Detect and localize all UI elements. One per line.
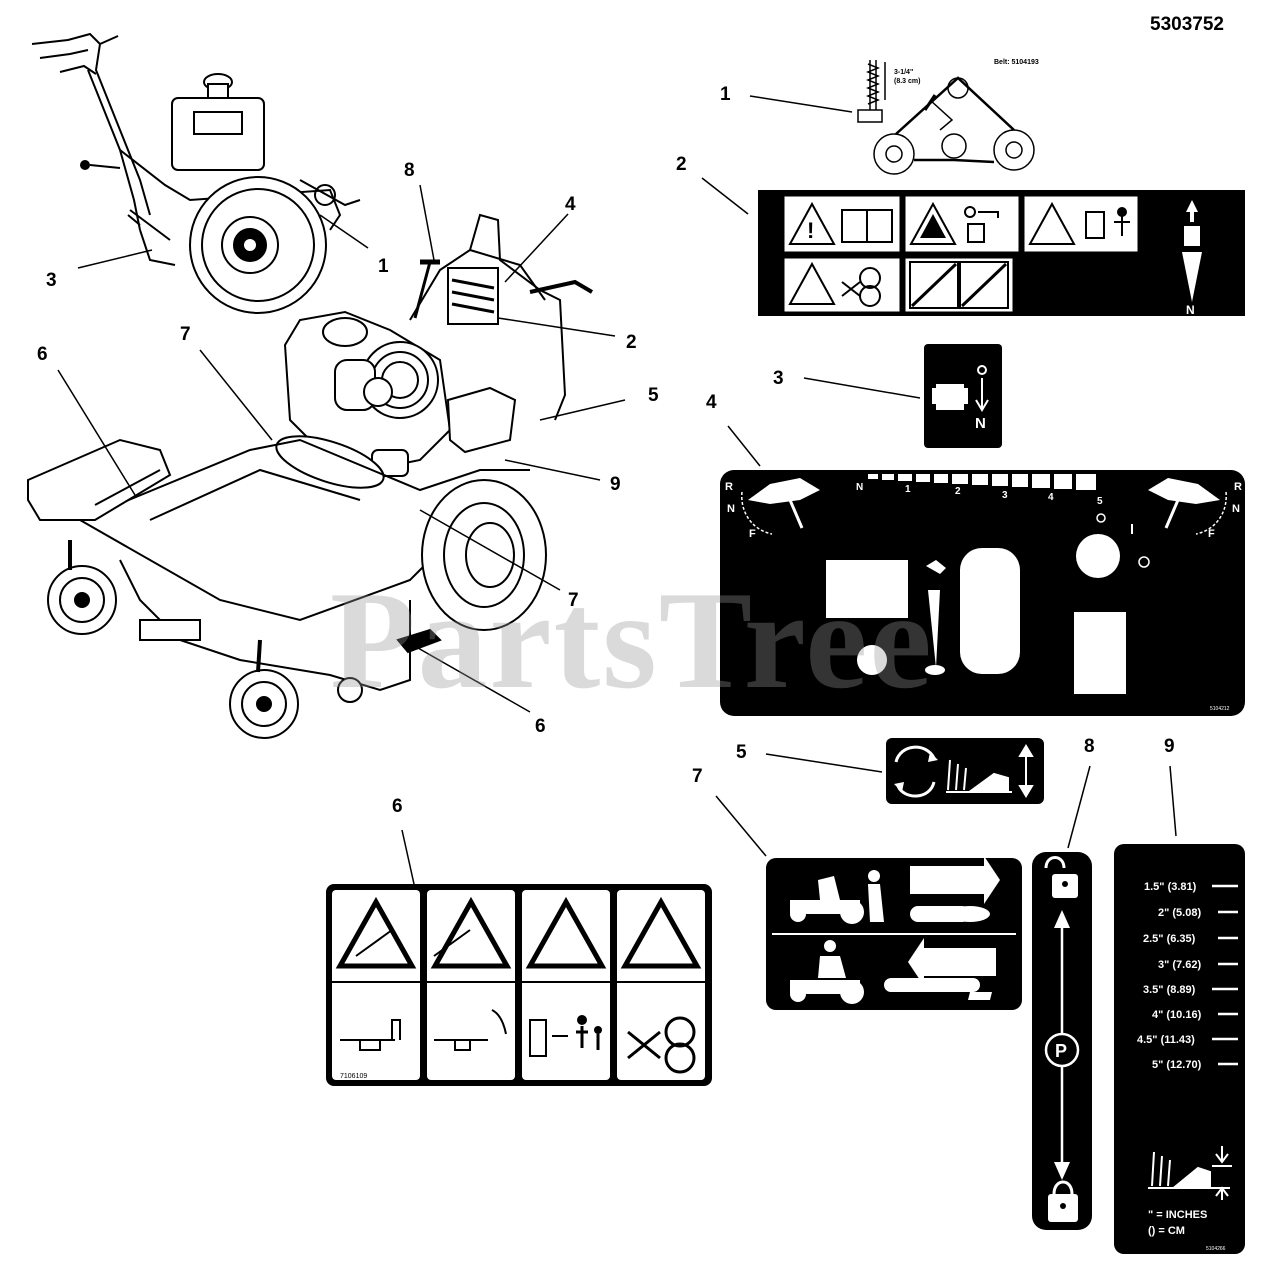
callout-6: 6 <box>535 716 546 737</box>
callout-4: 4 <box>706 392 717 413</box>
decal-6-deck-warnings: 6 <box>326 796 712 1086</box>
callout-6: 6 <box>392 796 403 817</box>
decal-1-belt-routing: 1 Belt: 5104193 3-1/4" (8.3 cm) <box>720 59 1039 175</box>
callout-6: 6 <box>37 344 48 365</box>
part-number: 5104212 <box>1210 706 1230 712</box>
decal-4-control-panel: 4 N 1 2 3 4 5 R N F <box>706 392 1245 716</box>
callout-9: 9 <box>1164 736 1175 757</box>
decal-9-height-of-cut: 9 1.5" (3.81) 2" (5.08) 2.5" (6.35) 3" (… <box>1114 736 1245 1254</box>
callout-1: 1 <box>378 256 389 277</box>
decal-3-neutral: 3 N <box>773 344 1002 448</box>
height-setting: 3" (7.62) <box>1158 959 1201 971</box>
height-setting: 4" (10.16) <box>1152 1009 1202 1021</box>
svg-text:P: P <box>1055 1041 1067 1061</box>
callout-8: 8 <box>404 160 415 181</box>
callout-5: 5 <box>736 742 747 763</box>
callout-7: 7 <box>568 590 579 611</box>
callout-8: 8 <box>1084 736 1095 757</box>
neutral-label: N <box>975 415 986 432</box>
callout-2: 2 <box>626 332 637 353</box>
height-setting: 5" (12.70) <box>1152 1059 1202 1071</box>
callout-3: 3 <box>46 270 57 291</box>
main-mower-illustration <box>27 213 594 739</box>
callout-4: 4 <box>565 194 576 215</box>
callout-2: 2 <box>676 154 687 175</box>
decal-2-safety-warning: 2 <box>676 154 1245 317</box>
speed-label: 2 <box>955 486 961 497</box>
lever-forward: F <box>749 528 756 540</box>
height-setting: 4.5" (11.43) <box>1137 1034 1195 1046</box>
spring-dimension-metric: (8.3 cm) <box>894 78 920 85</box>
speed-label: 1 <box>905 484 911 495</box>
callout-7: 7 <box>692 766 703 787</box>
decal-5-height-adjust: 5 <box>736 738 1044 804</box>
diagram-number: 5303752 <box>1150 14 1224 35</box>
callout-5: 5 <box>648 385 659 406</box>
height-setting: 1.5" (3.81) <box>1144 881 1197 893</box>
lever-forward: F <box>1208 528 1215 540</box>
speed-label: 4 <box>1048 492 1054 503</box>
main-leader-lines <box>57 184 626 713</box>
lever-neutral: N <box>727 503 735 515</box>
height-setting: 2.5" (6.35) <box>1143 933 1196 945</box>
lever-neutral: N <box>1232 503 1240 515</box>
leader-line <box>319 214 369 249</box>
spring-dimension: 3-1/4" <box>894 69 913 76</box>
lever-reverse: R <box>725 481 733 493</box>
upper-machine-illustration <box>31 32 361 314</box>
part-number: 5104266 <box>1206 1246 1226 1252</box>
height-setting: 2" (5.08) <box>1158 907 1201 919</box>
speed-label: 5 <box>1097 496 1103 507</box>
legend-inches: " = INCHES <box>1148 1209 1207 1221</box>
lever-reverse: R <box>1234 481 1242 493</box>
legend-cm: () = CM <box>1148 1225 1185 1237</box>
callout-1: 1 <box>720 84 731 105</box>
svg-text:!: ! <box>807 218 814 243</box>
leader-line <box>77 249 153 269</box>
callout-7: 7 <box>180 324 191 345</box>
callout-3: 3 <box>773 368 784 389</box>
callout-9: 9 <box>610 474 621 495</box>
decal-7-push-procedure: 7 <box>692 766 1022 1010</box>
decal-8-parking-brake: 8 P <box>1032 736 1095 1230</box>
speed-label: N <box>856 482 863 493</box>
belt-part-number: Belt: 5104193 <box>994 59 1039 66</box>
part-number: 7106109 <box>340 1073 367 1080</box>
height-setting: 3.5" (8.89) <box>1143 984 1196 996</box>
neutral-label: N <box>1186 303 1195 317</box>
speed-label: 3 <box>1002 490 1008 501</box>
